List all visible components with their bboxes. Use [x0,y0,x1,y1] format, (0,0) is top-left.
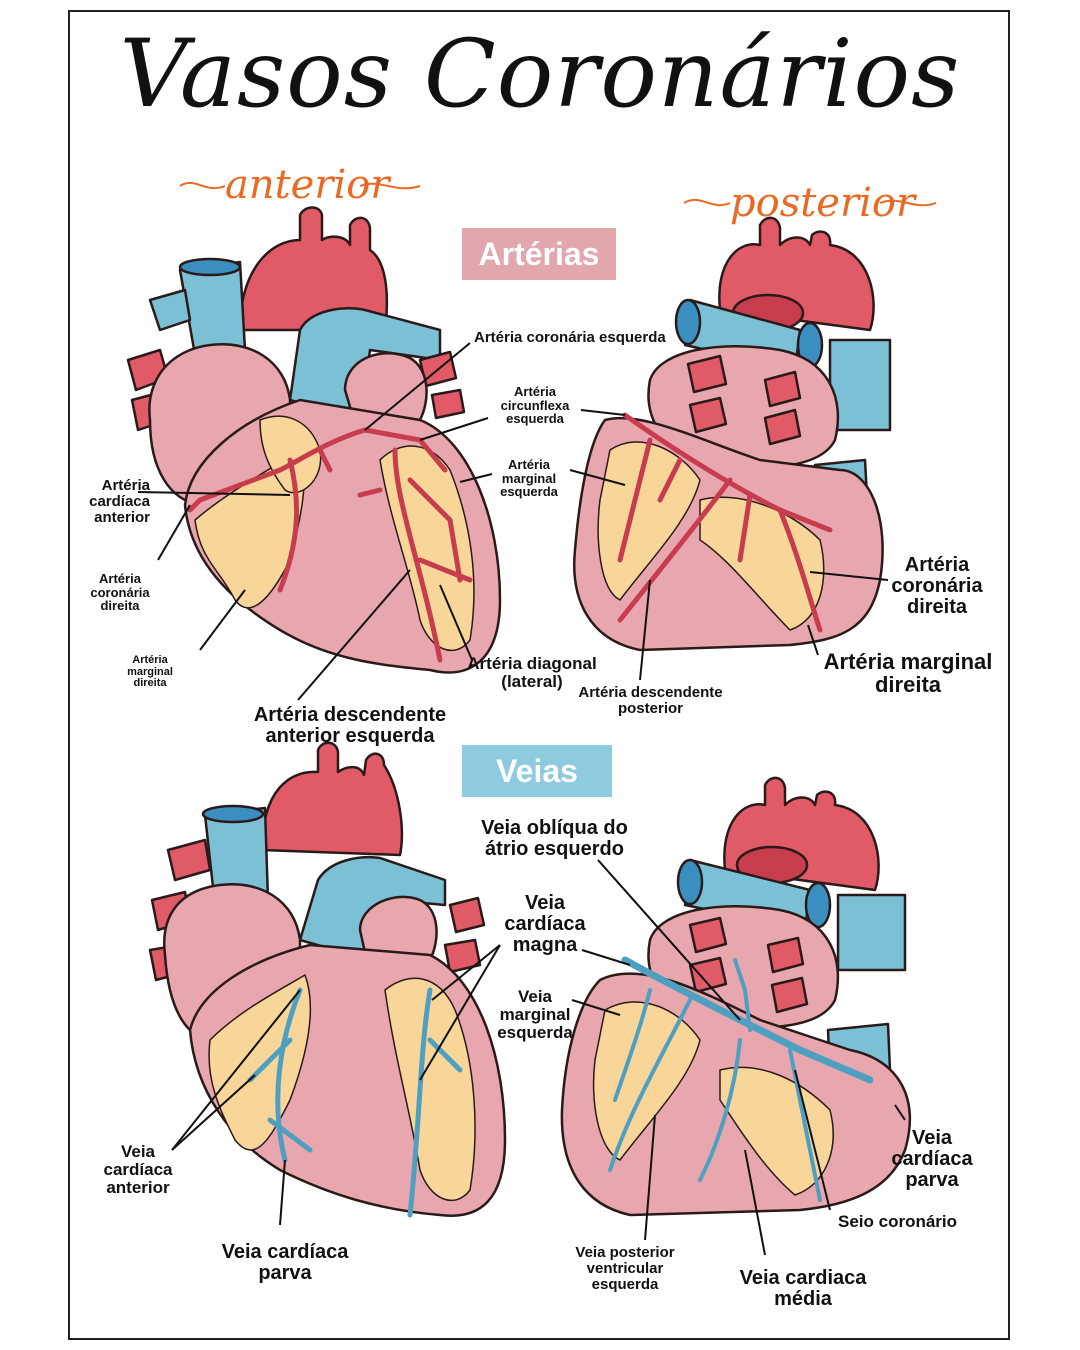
section-badge-arteries: Artérias [462,228,616,280]
label-arteria-descendente-anterior: Artéria descendente anterior esquerda [253,704,447,747]
label-veia-marginal-esquerda: Veia marginal esquerda [497,987,573,1042]
label-arteria-coronaria-esquerda: Artéria coronária esquerda [474,329,666,346]
label-veia-posterior-ventricular: Veia posterior ventricular esquerda [575,1244,675,1293]
label-arteria-marginal-esquerda: Artéria marginal esquerda [500,457,558,500]
page-title: Vasos Coronários [119,20,961,129]
heart-anterior-arteries [126,206,502,674]
label-veia-obliqua-atrio: Veia oblíqua do átrio esquerdo [481,817,628,860]
label-veia-cardiaca-anterior: Veia cardíaca anterior [103,1142,173,1197]
section-badge-veins: Veias [462,745,612,797]
view-label-anterior: anterior [225,162,390,208]
label-veia-cardiaca-parva-anterior: Veia cardíaca parva [221,1241,349,1284]
label-arteria-descendente-posterior: Artéria descendente posterior [578,684,723,717]
heart-posterior-veins [560,776,912,1217]
label-veia-cardiaca-media: Veia cardiaca média [739,1267,867,1310]
view-label-posterior: posterior [730,180,916,226]
label-arteria-cardiaca-anterior: Artéria cardíaca anterior [89,477,150,526]
heart-posterior-arteries [573,216,892,652]
heart-anterior-veins [148,741,507,1218]
label-arteria-marginal-direita-anterior: Artéria marginal direita [127,654,173,690]
label-arteria-marginal-direita-posterior: Artéria marginal direita [823,649,993,698]
label-seio-coronario: Seio coronário [838,1212,958,1231]
anterior-swirl [179,181,421,190]
label-arteria-circunflexa-esquerda: Artéria circunflexa esquerda [500,384,570,427]
label-arteria-coronaria-direita-posterior: Artéria coronária direita [891,554,983,618]
label-arteria-diagonal: Artéria diagonal (lateral) [467,654,597,691]
posterior-swirl [683,198,937,207]
label-veia-cardiaca-magna: Veia cardíaca magna [504,892,586,956]
aorta [238,206,389,332]
label-arteria-coronaria-direita-anterior: Artéria coronária direita [90,571,150,614]
label-veia-cardiaca-parva-posterior: Veia cardíaca parva [891,1127,973,1191]
leader-lines [137,342,906,1256]
